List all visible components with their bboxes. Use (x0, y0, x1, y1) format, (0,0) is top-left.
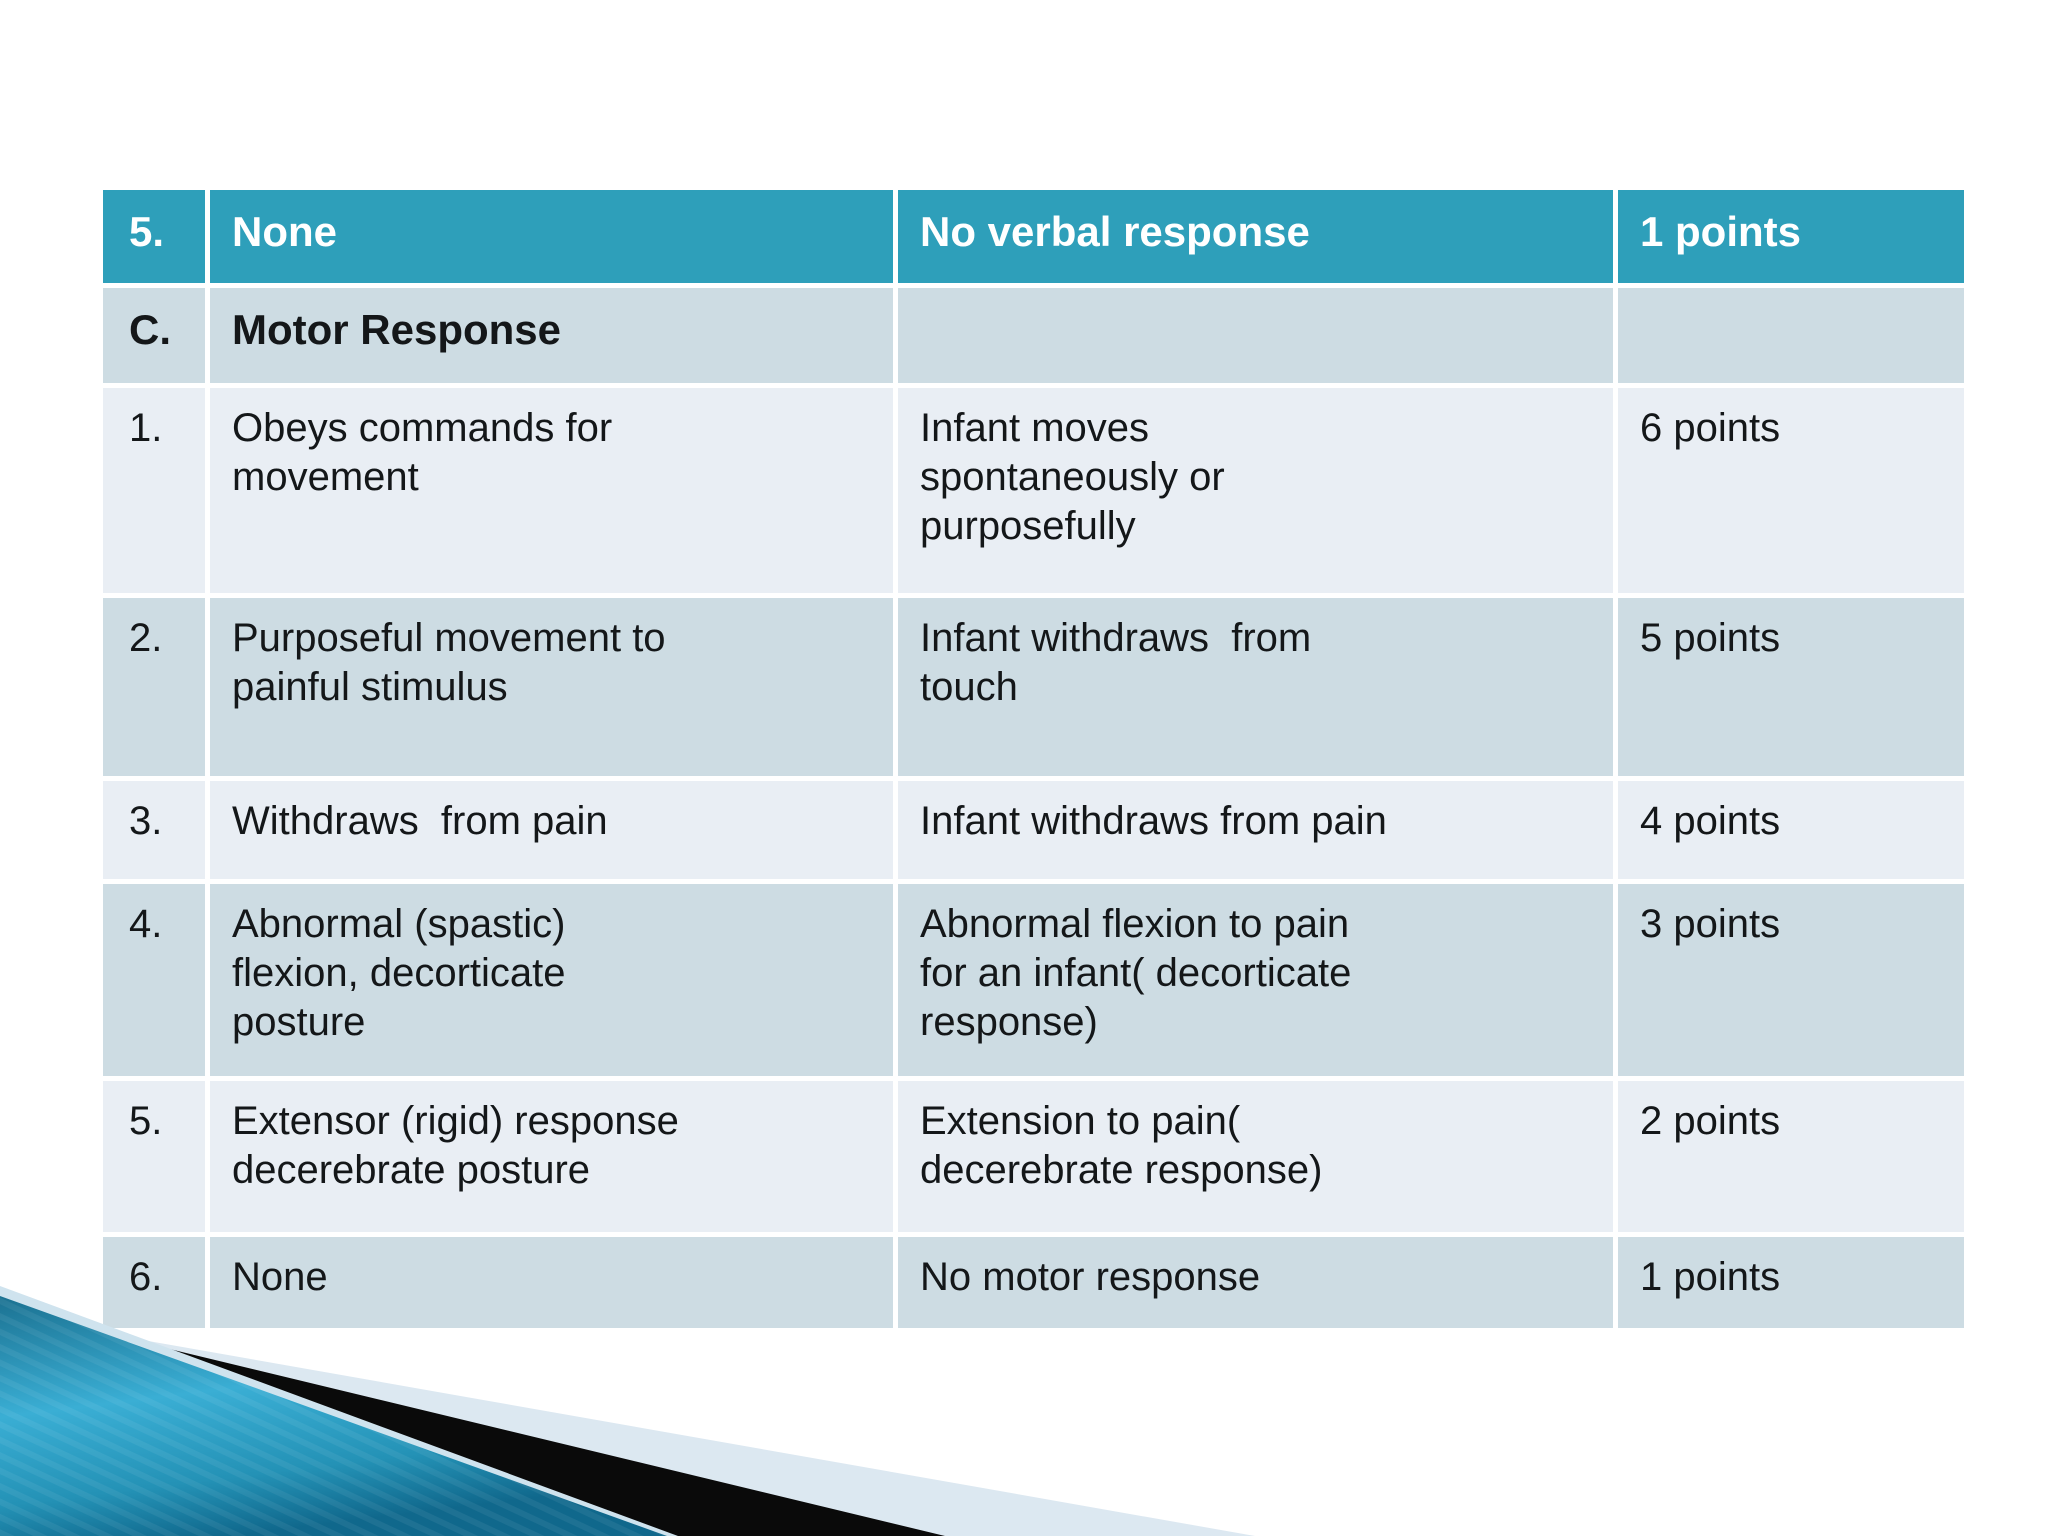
points-cell: 3 points (1618, 884, 1964, 1076)
points-cell: 5 points (1618, 598, 1964, 776)
criterion-cell: Abnormal (spastic) flexion, decorticate … (210, 884, 893, 1076)
infant-description-cell: No motor response (898, 1237, 1613, 1328)
points-cell: 1 points (1618, 1237, 1964, 1328)
row-number-cell: 5. (103, 1081, 205, 1232)
points-cell: 2 points (1618, 1081, 1964, 1232)
infant-description-cell: Extension to pain( decerebrate response) (898, 1081, 1613, 1232)
row-number-cell: 6. (103, 1237, 205, 1328)
criterion-cell: Motor Response (210, 288, 893, 383)
criterion-cell: None (210, 1237, 893, 1328)
points-cell: 6 points (1618, 388, 1964, 593)
coma-scale-table: 5. None No verbal response 1 points C. M… (98, 185, 1969, 1333)
row-number-cell: 2. (103, 598, 205, 776)
row-number-cell: 5. (103, 190, 205, 283)
table-header-row: 5. None No verbal response 1 points (103, 190, 1964, 283)
decoration-pale-stripe (0, 1300, 1255, 1536)
table-row: 4. Abnormal (spastic) flexion, decortica… (103, 884, 1964, 1076)
criterion-cell: Extensor (rigid) response decerebrate po… (210, 1081, 893, 1232)
infant-description-cell: Infant moves spontaneously or purposeful… (898, 388, 1613, 593)
points-cell (1618, 288, 1964, 383)
decoration-black-stripe (0, 1300, 945, 1536)
table-row: 6. None No motor response 1 points (103, 1237, 1964, 1328)
table-row: 5. Extensor (rigid) response decerebrate… (103, 1081, 1964, 1232)
infant-description-cell: Infant withdraws from pain (898, 781, 1613, 879)
points-cell: 4 points (1618, 781, 1964, 879)
row-number-cell: 4. (103, 884, 205, 1076)
table-row: 1. Obeys commands for movement Infant mo… (103, 388, 1964, 593)
infant-description-cell: No verbal response (898, 190, 1613, 283)
table-row: 2. Purposeful movement to painful stimul… (103, 598, 1964, 776)
criterion-cell: Purposeful movement to painful stimulus (210, 598, 893, 776)
criterion-cell: Withdraws from pain (210, 781, 893, 879)
section-row-motor-response: C. Motor Response (103, 288, 1964, 383)
criterion-cell: None (210, 190, 893, 283)
infant-description-cell (898, 288, 1613, 383)
points-cell: 1 points (1618, 190, 1964, 283)
table-row: 3. Withdraws from pain Infant withdraws … (103, 781, 1964, 879)
row-number-cell: 3. (103, 781, 205, 879)
infant-description-cell: Abnormal flexion to pain for an infant( … (898, 884, 1613, 1076)
row-number-cell: C. (103, 288, 205, 383)
infant-description-cell: Infant withdraws from touch (898, 598, 1613, 776)
row-number-cell: 1. (103, 388, 205, 593)
criterion-cell: Obeys commands for movement (210, 388, 893, 593)
